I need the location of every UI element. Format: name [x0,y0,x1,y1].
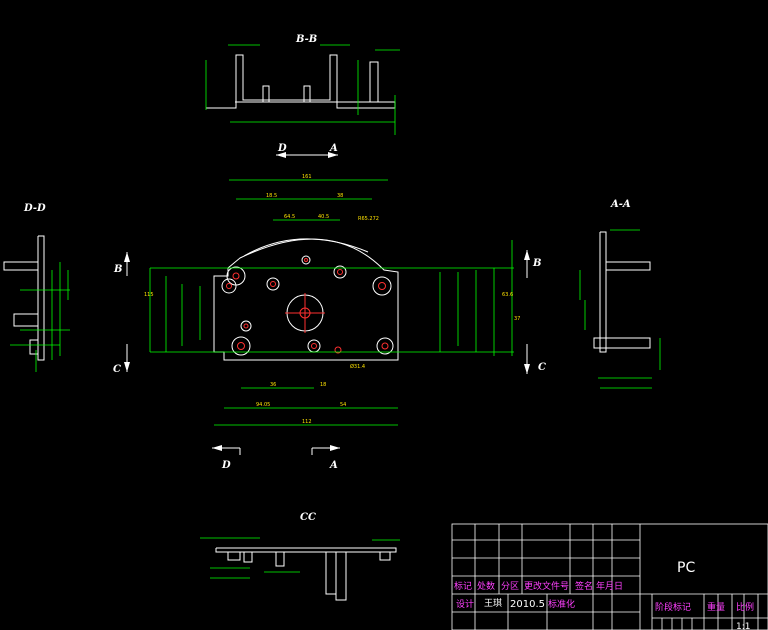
tb-header-count: 处数 [477,580,495,592]
dim-w8: 54 [340,402,346,408]
mark-c-right: C [538,362,546,373]
section-arrows-side: B C B C [113,250,546,375]
tb-scale-value: 1:1 [736,622,750,630]
section-arrows-bottom: D A [212,445,340,471]
tb-design-label: 设计 [456,598,474,610]
tb-header-sign: 签名 [575,580,593,592]
tb-header-mark: 标记 [454,580,472,592]
tb-header-date: 年月日 [596,580,623,592]
dim-w6: 18 [320,382,326,388]
tb-weight-label: 重量 [707,601,725,613]
view-dd-label: D-D [23,203,46,214]
dim-w4: 40.5 [318,214,329,220]
material-value: PC [677,560,695,576]
title-block: PC 标记 处数 分区 更改文件号 签名 年月日 设计 王琪 2010.5 标准… [451,523,768,630]
tb-header-zone: 分区 [501,581,519,592]
view-cc-label: CC [300,512,316,523]
dim-r1: R65.272 [358,216,379,222]
mark-a-bottom: A [329,460,338,471]
view-aa: A-A [579,199,661,389]
dim-d1: Ø31.4 [350,363,365,370]
mark-c-left: C [113,364,121,375]
mounting-holes [221,255,394,356]
tb-stage-label: 阶段标记 [655,601,691,613]
dim-w1: 18.5 [266,193,277,199]
dim-top-width: 161 [302,174,312,180]
dim-bottom-width: 112 [302,419,312,425]
dim-w2: 38 [337,193,343,199]
mark-b-left: B [113,264,122,275]
view-cc: CC [200,512,400,601]
mark-a-top: A [329,143,338,154]
main-plan-view: 161 18.5 38 64.5 40.5 R65.272 36 18 94.0… [144,174,520,426]
dim-h3: 63.6 [502,292,513,298]
dim-w5: 36 [270,382,276,388]
dim-w3: 64.5 [284,214,295,220]
tb-designer: 王琪 [484,597,502,609]
tb-std-label: 标准化 [548,598,575,610]
mark-d-top: D [277,143,287,154]
tb-scale-label: 比例 [736,601,754,613]
tb-design-date: 2010.5 [510,599,545,610]
view-dd: D-D [3,203,70,372]
tb-header-change-doc: 更改文件号 [524,580,569,592]
view-aa-label: A-A [610,199,631,210]
dim-h1: 115 [144,292,154,298]
section-arrows-top: D A [276,143,338,158]
dim-w7: 94.05 [256,402,270,408]
view-bb-label: B-B [295,34,317,45]
view-bb: B-B [205,34,400,135]
mark-d-bottom: D [221,460,231,471]
dim-h2: 37 [514,316,520,322]
mark-b-right: B [532,258,541,269]
